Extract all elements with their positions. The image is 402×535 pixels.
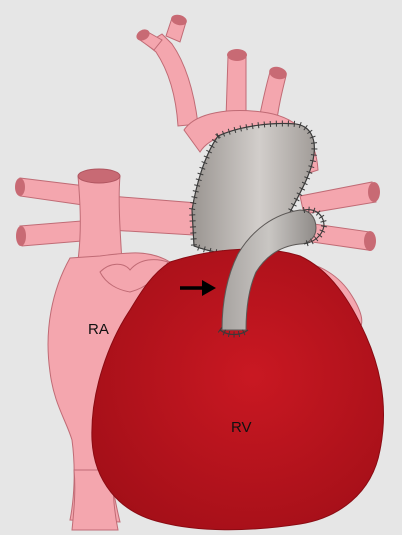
suture-stitch (263, 121, 266, 128)
vessel-opening-2 (171, 14, 187, 26)
suture-stitch (308, 165, 315, 169)
suture-stitch (320, 220, 327, 223)
vessel-opening-7 (368, 182, 380, 202)
suture-stitch (310, 142, 318, 144)
suture-stitch (301, 181, 308, 186)
suture-stitch (195, 178, 202, 182)
suture-stitch (257, 122, 260, 129)
vessel-opening-4 (269, 66, 287, 80)
suture-stitch (208, 144, 215, 149)
suture-stitch (319, 229, 326, 233)
suture-stitch (320, 225, 327, 228)
suture-stitch (312, 207, 316, 214)
suture-stitch (309, 135, 316, 139)
label-right-atrium: RA (88, 321, 109, 338)
vessel-opening-5 (15, 178, 25, 196)
vessel-opening-8 (364, 231, 376, 251)
suture-stitch (206, 149, 212, 154)
right-pulmonary-upper (299, 181, 377, 215)
suture-stitch (191, 196, 198, 199)
suture-stitch (203, 246, 206, 253)
suture-stitch (227, 330, 231, 338)
suture-stitch (313, 236, 319, 242)
suture-stitches (189, 120, 318, 259)
arrow-right-icon (180, 280, 216, 296)
vessel-opening-1 (136, 29, 150, 41)
suture-stitch (290, 202, 297, 207)
suture-stitch (304, 176, 311, 180)
suture-stitch (189, 207, 196, 210)
suture-stitch (211, 139, 218, 144)
vessel-opening-6 (16, 226, 26, 246)
suture-stitch (221, 130, 226, 137)
suture-stitch (309, 159, 316, 163)
conduit-group (217, 206, 327, 338)
suture-stitch (317, 232, 323, 238)
conduit-tube (221, 209, 317, 331)
suture-stitch (305, 240, 309, 247)
right-ventricle (91, 248, 385, 531)
suture-stitch (318, 214, 325, 219)
suture-stitch (222, 329, 226, 336)
suture-stitch (298, 121, 302, 128)
suture-stitch (217, 327, 223, 333)
suture-stitch (233, 126, 237, 133)
suture-stitch (307, 129, 313, 135)
suture-stitch (303, 124, 308, 131)
suture-stitch (197, 172, 204, 176)
suture-stitch (192, 190, 199, 193)
suture-stitch (310, 154, 317, 156)
suture-stitch (237, 330, 241, 338)
suture-stitch (296, 192, 303, 196)
suture-stitch (194, 184, 201, 187)
suture-stitch (197, 244, 201, 251)
suture-stitch (203, 155, 210, 159)
left-common-carotid (225, 55, 247, 119)
suture-stitch (251, 123, 254, 130)
suture-stitch (315, 210, 321, 216)
suture-stitch (302, 206, 306, 214)
vessel-opening-3 (227, 49, 247, 61)
suture-stitch (215, 133, 221, 139)
svc-opening (77, 168, 121, 184)
suture-stitch (310, 238, 314, 245)
suture-stitch (227, 128, 231, 135)
suture-stitch (201, 161, 208, 165)
brachiocephalic-artery (145, 33, 199, 127)
suture-stitch (299, 187, 306, 191)
suture-stitch (199, 166, 206, 170)
suture-stitch (293, 197, 300, 202)
suture-stitch (245, 124, 248, 131)
homograft-suture-line (217, 123, 315, 221)
suture-stitch (239, 125, 242, 132)
right-atrial-appendage (99, 259, 169, 293)
conduit-stitches (217, 206, 327, 338)
suture-stitch (242, 329, 246, 336)
suture-stitch (190, 202, 197, 205)
suture-stitch (306, 170, 313, 174)
label-right-ventricle: RV (231, 419, 252, 436)
superior-vena-cava (77, 175, 123, 263)
